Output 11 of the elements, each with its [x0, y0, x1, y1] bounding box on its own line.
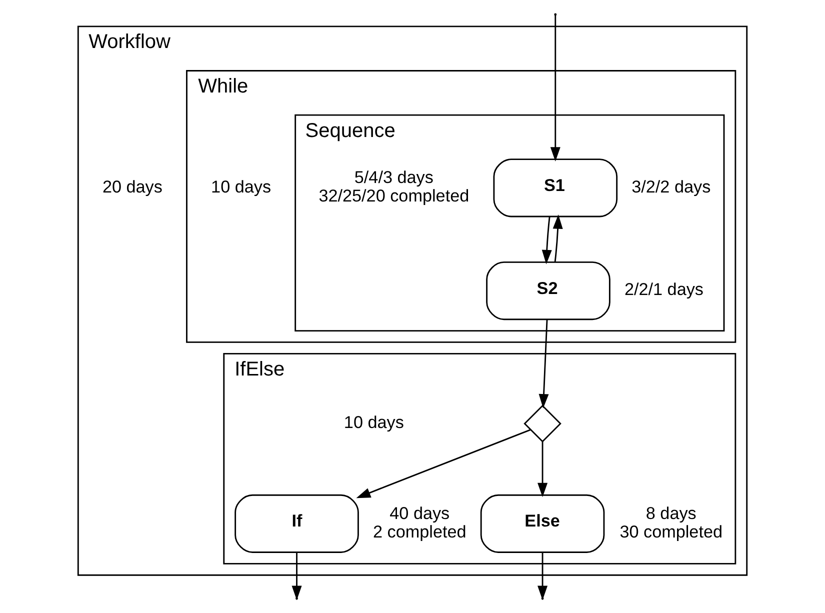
node-label: 2 completed — [372, 521, 466, 542]
node-label: 5/4/3 days — [354, 167, 434, 188]
node-label: 40 days — [390, 502, 450, 523]
node-label: 32/25/20 completed — [318, 186, 470, 206]
node-label: 20 days — [102, 176, 162, 196]
node-label: 10 days — [344, 412, 404, 432]
node-label: 3/2/2 days — [632, 176, 711, 196]
node-label: 8 days — [646, 502, 696, 523]
node-label: 10 days — [211, 176, 272, 196]
node-label: 30 completed — [620, 521, 723, 542]
node-label: 2/2/1 days — [624, 279, 704, 300]
